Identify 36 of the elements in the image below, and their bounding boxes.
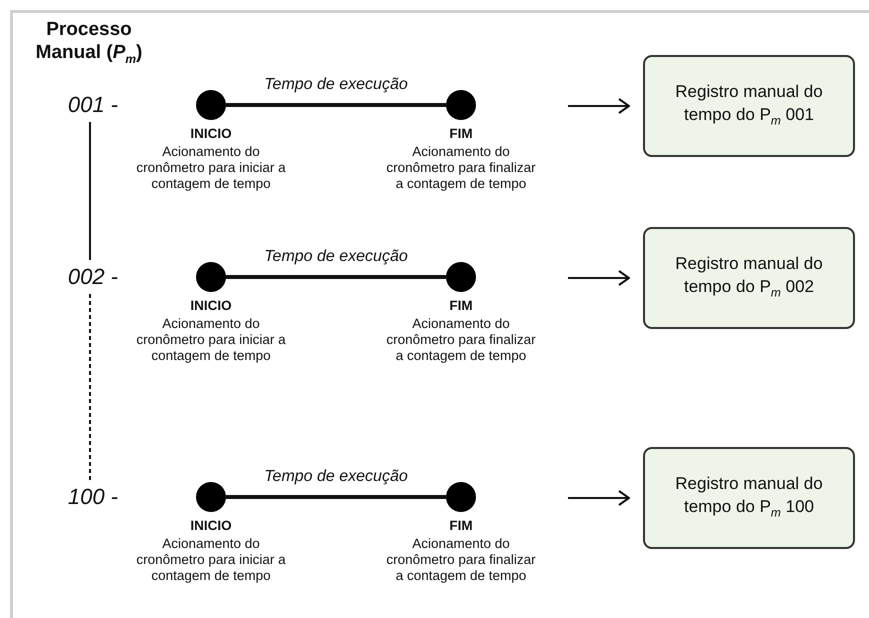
connector-line bbox=[226, 495, 446, 499]
connector-line bbox=[89, 294, 91, 480]
event-label: FIM bbox=[448, 298, 474, 314]
connector-line bbox=[226, 275, 446, 279]
process-box: Registro manual do tempo do P$_{m}$ 001 bbox=[643, 55, 855, 157]
arrow bbox=[568, 98, 630, 114]
timeline-dot bbox=[446, 482, 476, 512]
edge-label: Tempo de execução bbox=[263, 468, 409, 486]
process-number: 002 - bbox=[28, 264, 118, 290]
event-description: Acionamento do cronômetro para finalizar a contagem de tempo bbox=[386, 536, 536, 584]
event-label: INICIO bbox=[189, 126, 233, 142]
event-description: Acionamento do cronômetro para iniciar a contagem de tempo bbox=[136, 144, 286, 192]
diagram-title: Processo Manual (P$_{m}$) bbox=[34, 18, 144, 68]
event-label: FIM bbox=[448, 126, 474, 142]
process-box: Registro manual do tempo do P$_{m}$ 002 bbox=[643, 227, 855, 329]
event-label: FIM bbox=[448, 518, 474, 534]
event-description: Acionamento do cronômetro para iniciar a contagem de tempo bbox=[136, 316, 286, 364]
timeline-dot bbox=[196, 262, 226, 292]
connector-line bbox=[89, 122, 91, 260]
process-number: 100 - bbox=[28, 484, 118, 510]
event-label: INICIO bbox=[189, 298, 233, 314]
event-label: INICIO bbox=[189, 518, 233, 534]
arrow bbox=[568, 270, 630, 286]
connector-line bbox=[226, 103, 446, 107]
edge-label: Tempo de execução bbox=[263, 248, 409, 266]
event-description: Acionamento do cronômetro para finalizar a contagem de tempo bbox=[386, 144, 536, 192]
timeline-dot bbox=[446, 90, 476, 120]
process-number: 001 - bbox=[28, 92, 118, 118]
timeline-dot bbox=[196, 482, 226, 512]
timeline-dot bbox=[196, 90, 226, 120]
event-description: Acionamento do cronômetro para finalizar a contagem de tempo bbox=[386, 316, 536, 364]
process-box: Registro manual do tempo do P$_{m}$ 100 bbox=[643, 447, 855, 549]
edge-label: Tempo de execução bbox=[263, 76, 409, 94]
event-description: Acionamento do cronômetro para iniciar a contagem de tempo bbox=[136, 536, 286, 584]
arrow bbox=[568, 490, 630, 506]
timeline-dot bbox=[446, 262, 476, 292]
